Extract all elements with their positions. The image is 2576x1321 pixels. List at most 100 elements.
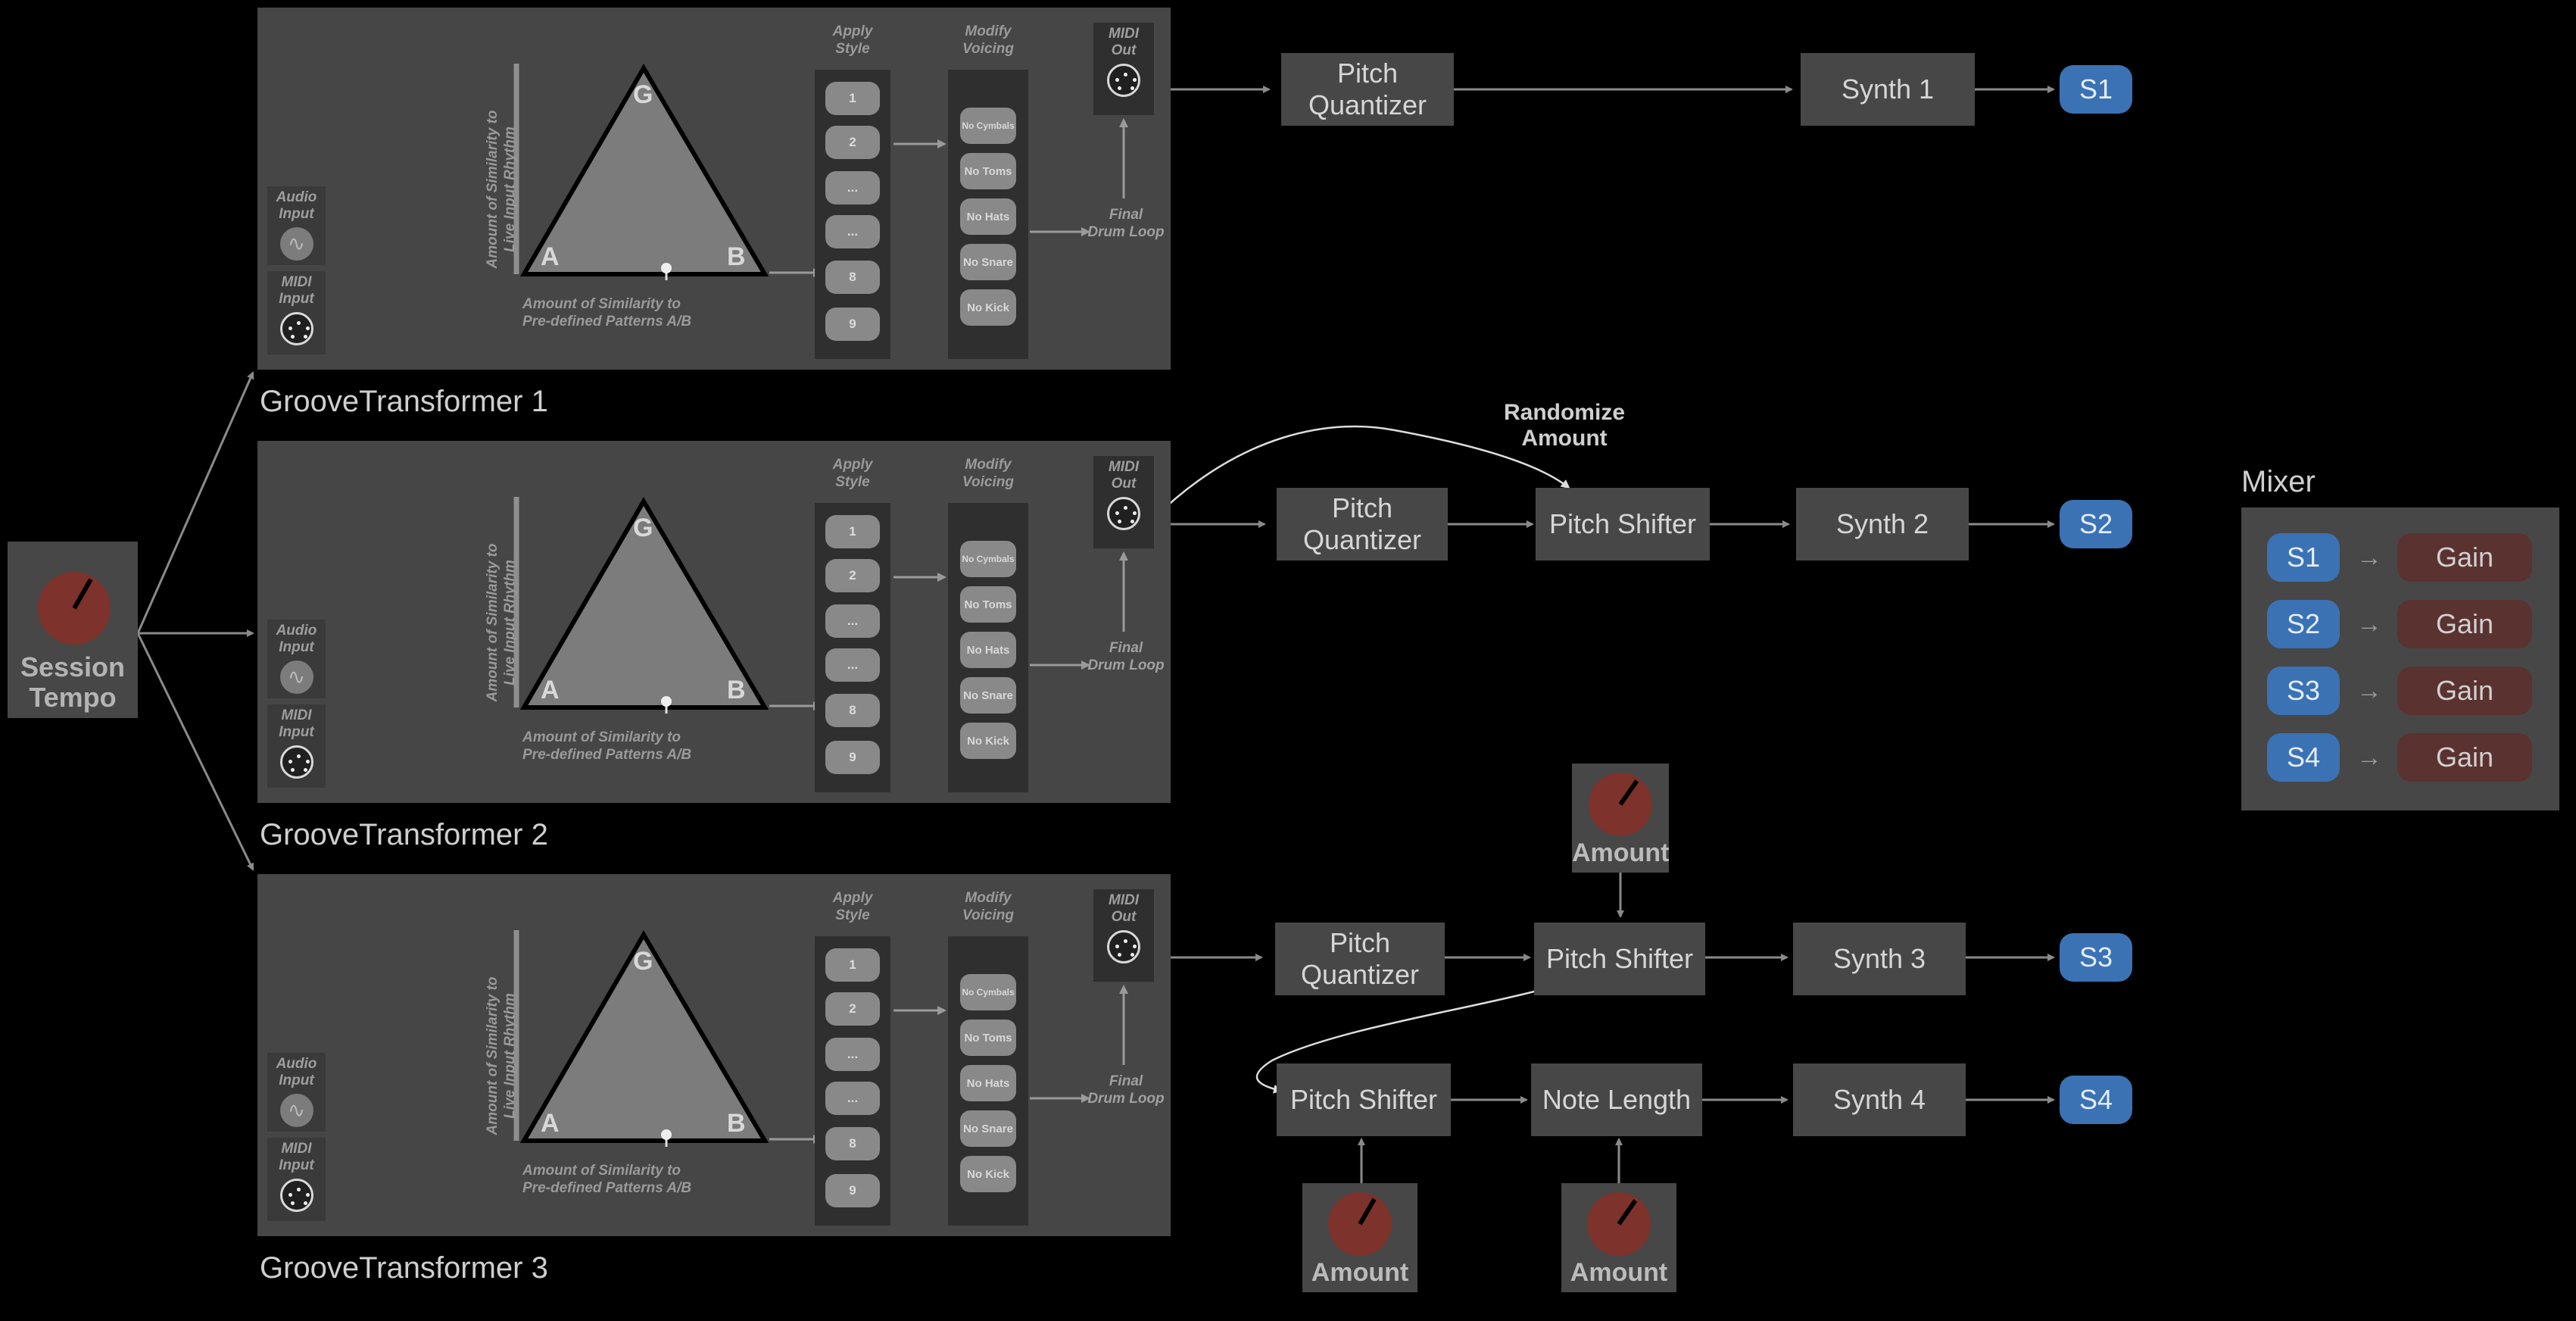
arrow-icon (1119, 118, 1128, 198)
groove-transformer-title-2: GrooveTransformer 2 (260, 818, 548, 851)
style-button[interactable]: ... (825, 1038, 880, 1071)
waveform-icon: ∿ (279, 227, 313, 261)
voicing-button[interactable]: No Cymbals (960, 974, 1016, 1010)
audio-input-box[interactable]: Audio Input∿ (267, 620, 326, 698)
mixer-gain-s1[interactable]: Gain (2397, 533, 2532, 582)
send-s1: S1 (2060, 65, 2132, 114)
style-button[interactable]: 1 (825, 82, 880, 115)
apply-style-heading: Apply Style (832, 23, 873, 57)
style-button[interactable]: 9 (825, 1174, 880, 1207)
similarity-triangle[interactable] (507, 874, 780, 1147)
audio-input-box[interactable]: Audio Input∿ (267, 186, 326, 265)
synth-1: Synth 1 (1801, 53, 1975, 126)
apply-style-heading: Apply Style (832, 457, 873, 490)
groove-transformer-title-1: GrooveTransformer 1 (260, 385, 548, 418)
style-button[interactable]: 8 (825, 694, 880, 727)
midi-out-box[interactable]: MIDI Out (1093, 23, 1154, 115)
modify-voicing-heading: Modify Voicing (962, 457, 1014, 490)
corner-a-label: A (541, 1109, 560, 1138)
mixer-source-s2: S2 (2267, 600, 2340, 648)
midi-out-box[interactable]: MIDI Out (1093, 889, 1154, 982)
mixer-gain-s3[interactable]: Gain (2397, 667, 2532, 715)
voicing-button[interactable]: No Toms (960, 153, 1016, 189)
voicing-button[interactable]: No Toms (960, 586, 1016, 623)
arrow-icon (1030, 1094, 1090, 1103)
y-axis-label: Amount of Similarity to Live Input Rhyth… (485, 976, 518, 1135)
voicing-button[interactable]: No Kick (960, 723, 1016, 759)
midi-input-box[interactable]: MIDI Input (267, 271, 326, 354)
corner-g-label: G (633, 947, 653, 976)
synth-3: Synth 3 (1793, 923, 1966, 995)
mixer-gain-s4[interactable]: Gain (2397, 733, 2532, 782)
corner-g-label: G (633, 80, 653, 109)
style-button[interactable]: ... (825, 215, 880, 248)
style-button[interactable]: 8 (825, 1127, 880, 1160)
voicing-button[interactable]: No Cymbals (960, 541, 1016, 577)
corner-b-label: B (727, 1109, 746, 1138)
waveform-icon: ∿ (279, 660, 313, 694)
voicing-button[interactable]: No Hats (960, 198, 1016, 235)
style-button[interactable]: ... (825, 604, 880, 638)
arrow-icon (893, 139, 947, 148)
midi-input-box[interactable]: MIDI Input (267, 704, 326, 788)
mixer-title: Mixer (2241, 465, 2316, 498)
midi-port-icon (1107, 64, 1140, 97)
amount-knob-dial[interactable] (1328, 1192, 1392, 1256)
midi-input-box[interactable]: MIDI Input (267, 1138, 326, 1221)
style-button[interactable]: ... (825, 648, 880, 682)
mixer-gain-s2[interactable]: Gain (2397, 600, 2532, 648)
amount-knob-dial[interactable] (1587, 1192, 1651, 1256)
voicing-button[interactable]: No Kick (960, 289, 1016, 326)
final-drum-loop-label: Final Drum Loop (1087, 640, 1165, 673)
wire-tempo-gt3 (136, 632, 254, 871)
midi-port-icon (279, 745, 313, 779)
midi-input-label: MIDI Input (279, 274, 314, 307)
style-button[interactable]: 1 (825, 948, 880, 982)
style-button[interactable]: 2 (825, 126, 880, 159)
style-button[interactable]: 1 (825, 515, 880, 548)
amount-knob-ps4: Amount (1302, 1183, 1417, 1292)
similarity-triangle[interactable] (507, 441, 780, 714)
style-button[interactable]: 2 (825, 559, 880, 592)
pitch-shifter-4: Pitch Shifter (1277, 1063, 1451, 1136)
similarity-triangle[interactable] (507, 8, 780, 280)
arrow-icon (893, 573, 947, 582)
voicing-button[interactable]: No Snare (960, 677, 1016, 714)
midi-out-box[interactable]: MIDI Out (1093, 456, 1154, 548)
style-button[interactable]: 8 (825, 261, 880, 294)
voicing-button[interactable]: No Hats (960, 1065, 1016, 1101)
send-s2: S2 (2060, 500, 2132, 548)
style-button[interactable]: ... (825, 171, 880, 205)
mixer-source-s4: S4 (2267, 733, 2340, 782)
style-button[interactable]: 9 (825, 741, 880, 774)
amount-knob-dial[interactable] (1589, 773, 1652, 836)
voicing-button[interactable]: No Kick (960, 1156, 1016, 1192)
style-button[interactable]: ... (825, 1082, 880, 1115)
voicing-button[interactable]: No Cymbals (960, 108, 1016, 144)
pitch-shifter-3: Pitch Shifter (1534, 923, 1705, 995)
amount-label: Amount (1311, 1258, 1409, 1287)
randomize-amount-label: Randomize Amount (1503, 400, 1626, 451)
final-drum-loop-label: Final Drum Loop (1087, 207, 1165, 240)
mixer-arrow-icon: → (2356, 610, 2382, 639)
style-button[interactable]: 2 (825, 992, 880, 1026)
x-axis-label: Amount of Similarity to Pre-defined Patt… (522, 296, 692, 329)
tempo-knob[interactable] (38, 572, 111, 645)
voicing-button[interactable]: No Hats (960, 632, 1016, 668)
modify-voicing-heading: Modify Voicing (962, 23, 1014, 57)
wire-tempo-gt1 (136, 371, 254, 634)
voicing-button[interactable]: No Snare (960, 1110, 1016, 1147)
session-tempo-label: Session Tempo (20, 651, 126, 713)
audio-input-box[interactable]: Audio Input∿ (267, 1053, 326, 1132)
style-button[interactable]: 9 (825, 308, 880, 341)
x-axis-label: Amount of Similarity to Pre-defined Patt… (522, 729, 692, 763)
pitch-quantizer-3: Pitch Quantizer (1275, 923, 1445, 995)
apply-style-column: 1 2...... 8 9 (815, 936, 890, 1226)
corner-b-label: B (727, 676, 746, 704)
midi-port-icon (1107, 930, 1140, 963)
voicing-button[interactable]: No Snare (960, 244, 1016, 280)
voicing-button[interactable]: No Toms (960, 1020, 1016, 1056)
